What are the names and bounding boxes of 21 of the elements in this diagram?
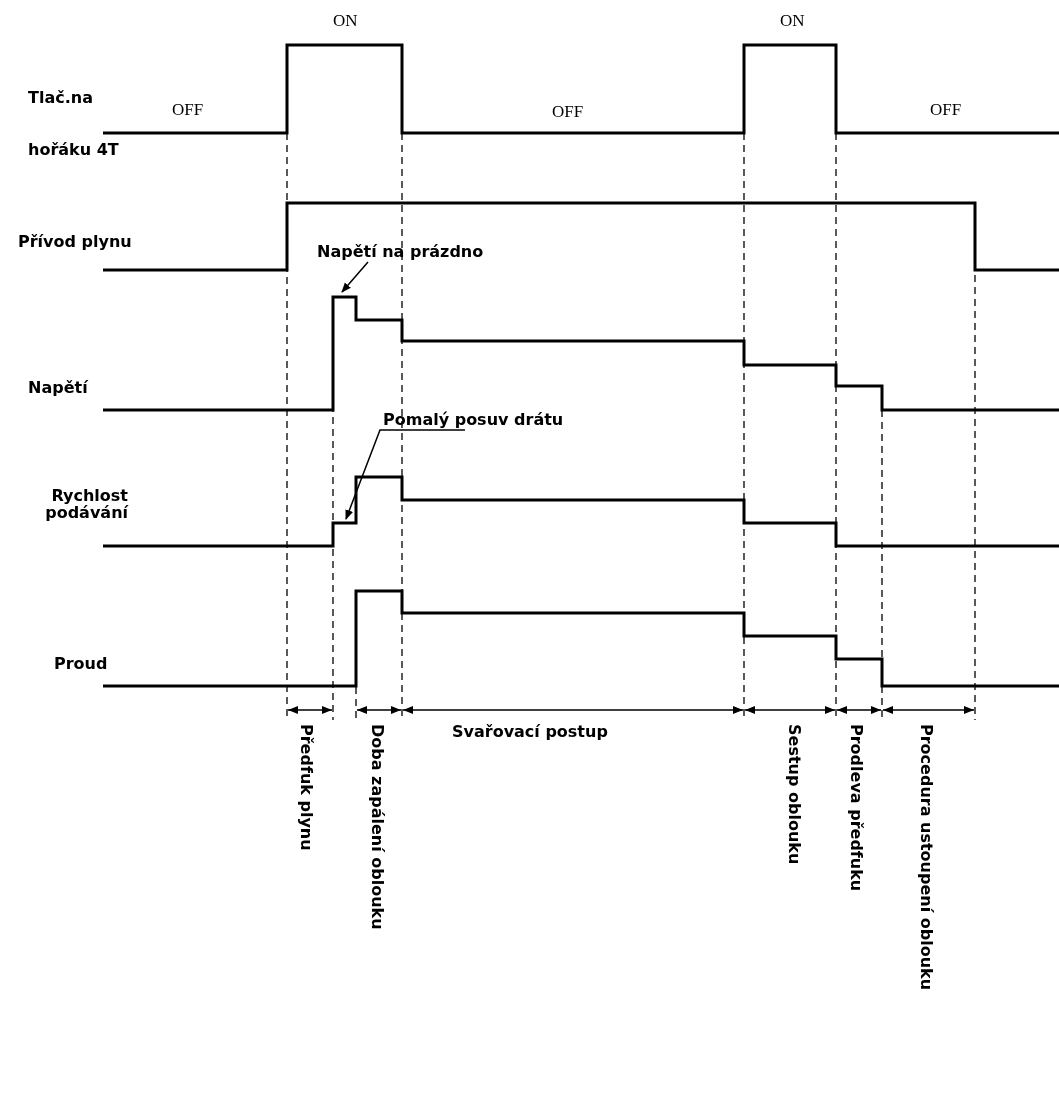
signal-label: Proud	[54, 656, 108, 672]
signal-label: Napětí	[28, 380, 88, 396]
state-label: OFF	[930, 101, 962, 118]
state-label: ON	[333, 12, 358, 29]
leader-line	[341, 261, 369, 293]
callout-label: Pomalý posuv drátu	[383, 412, 564, 428]
phase-label: Procedura ustoupení oblouku	[918, 724, 934, 991]
phase-label: Předfuk plynu	[298, 724, 314, 851]
phase-label: Svařovací postup	[452, 724, 608, 740]
signal-label: Rychlost podávání	[44, 488, 128, 522]
state-label: OFF	[552, 103, 584, 120]
phase-label: Sestup oblouku	[786, 724, 802, 865]
state-label: OFF	[172, 101, 204, 118]
signal-label: hořáku 4T	[28, 142, 119, 158]
leader-line	[345, 429, 466, 520]
callout-label: Napětí na prázdno	[317, 244, 484, 260]
state-label: ON	[780, 12, 805, 29]
phase-label: Doba zapálení oblouku	[369, 724, 385, 930]
signal-label: Tlač.na	[28, 90, 93, 106]
phase-label: Prodleva předfuku	[848, 724, 864, 892]
signal-label: Přívod plynu	[18, 234, 132, 250]
